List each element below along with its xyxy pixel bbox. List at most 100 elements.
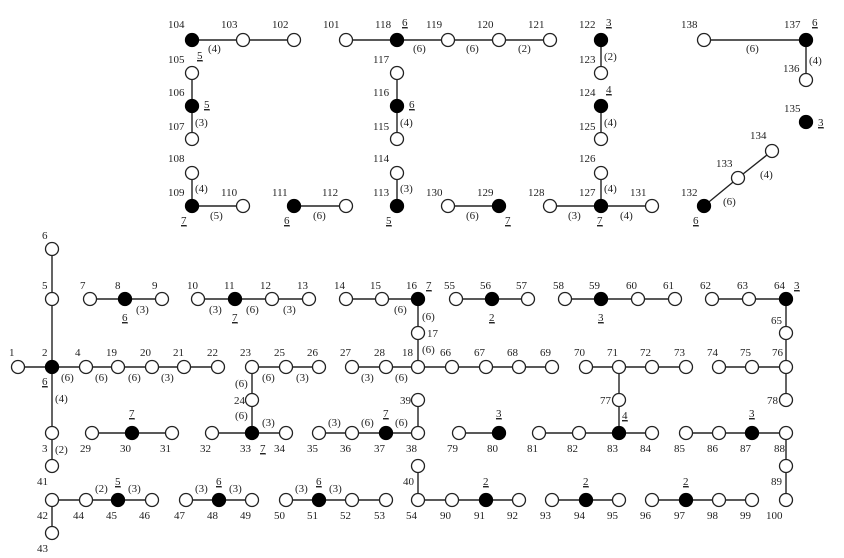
edge-weight-label: (3) bbox=[328, 417, 341, 429]
filled-node-51 bbox=[311, 492, 327, 508]
node-label: 79 bbox=[447, 443, 459, 455]
filled-node-97 bbox=[678, 492, 694, 508]
node-label: 103 bbox=[221, 19, 238, 31]
node-100 bbox=[778, 492, 794, 508]
node-label: 21 bbox=[173, 347, 184, 359]
node-31 bbox=[164, 425, 180, 441]
filled-node-91 bbox=[478, 492, 494, 508]
node-103 bbox=[235, 32, 251, 48]
node-84 bbox=[644, 425, 660, 441]
node-54 bbox=[410, 492, 426, 508]
node-14 bbox=[338, 291, 354, 307]
edge-weight-label: (6) bbox=[235, 410, 248, 422]
filled-node-129 bbox=[491, 198, 507, 214]
node-92 bbox=[511, 492, 527, 508]
node-label: 33 bbox=[240, 443, 252, 455]
node-126 bbox=[593, 165, 609, 181]
node-value-label: 4 bbox=[606, 84, 612, 96]
node-label: 89 bbox=[771, 476, 783, 488]
node-label: 97 bbox=[674, 510, 686, 522]
node-108 bbox=[184, 165, 200, 181]
filled-node-16 bbox=[410, 291, 426, 307]
node-value-label: 3 bbox=[606, 17, 612, 29]
node-85 bbox=[678, 425, 694, 441]
node-label: 84 bbox=[640, 443, 652, 455]
node-125 bbox=[593, 131, 609, 147]
filled-node-33 bbox=[244, 425, 260, 441]
edge-weight-label: (4) bbox=[208, 43, 221, 55]
filled-node-122 bbox=[593, 32, 609, 48]
node-value-label: 2 bbox=[483, 476, 489, 488]
node-label: 63 bbox=[737, 280, 749, 292]
node-119 bbox=[440, 32, 456, 48]
node-label: 76 bbox=[772, 347, 784, 359]
filled-node-30 bbox=[124, 425, 140, 441]
node-label: 92 bbox=[507, 510, 518, 522]
node-value-label: 5 bbox=[386, 215, 392, 227]
node-29 bbox=[84, 425, 100, 441]
node-value-label: 2 bbox=[683, 476, 689, 488]
node-101 bbox=[338, 32, 354, 48]
node-label: 134 bbox=[750, 130, 767, 142]
node-label: 45 bbox=[106, 510, 118, 522]
node-label: 42 bbox=[37, 510, 48, 522]
node-label: 125 bbox=[579, 121, 596, 133]
filled-node-111 bbox=[286, 198, 302, 214]
node-43 bbox=[44, 525, 60, 541]
node-label: 101 bbox=[323, 19, 340, 31]
node-value-label: 2 bbox=[489, 312, 495, 324]
node-label: 68 bbox=[507, 347, 519, 359]
edge-weight-label: (6) bbox=[313, 210, 326, 222]
edge-weight-label: (3) bbox=[296, 372, 309, 384]
node-label: 50 bbox=[274, 510, 286, 522]
node-10 bbox=[190, 291, 206, 307]
node-label: 30 bbox=[120, 443, 132, 455]
node-39 bbox=[410, 392, 426, 408]
node-label: 39 bbox=[400, 395, 412, 407]
node-4 bbox=[78, 359, 94, 375]
edge-weight-label: (6) bbox=[413, 43, 426, 55]
node-label: 106 bbox=[168, 87, 185, 99]
node-layer bbox=[10, 32, 814, 541]
edge-weight-label: (3) bbox=[329, 483, 342, 495]
node-value-label: 5 bbox=[197, 50, 203, 62]
node-value-label: 7 bbox=[597, 215, 603, 227]
node-61 bbox=[667, 291, 683, 307]
edge-weight-label: (6) bbox=[235, 378, 248, 390]
node-label: 88 bbox=[774, 443, 786, 455]
filled-node-135 bbox=[798, 114, 814, 130]
node-36 bbox=[344, 425, 360, 441]
node-label: 16 bbox=[406, 280, 418, 292]
edge-weight-label: (6) bbox=[128, 372, 141, 384]
node-label: 109 bbox=[168, 187, 185, 199]
node-128 bbox=[542, 198, 558, 214]
node-label: 8 bbox=[115, 280, 121, 292]
node-label: 116 bbox=[373, 87, 390, 99]
node-label: 40 bbox=[403, 476, 415, 488]
node-15 bbox=[374, 291, 390, 307]
node-label: 17 bbox=[427, 328, 439, 340]
node-114 bbox=[389, 165, 405, 181]
node-label: 22 bbox=[207, 347, 218, 359]
node-27 bbox=[344, 359, 360, 375]
node-label: 80 bbox=[487, 443, 499, 455]
filled-node-137 bbox=[798, 32, 814, 48]
node-label: 111 bbox=[272, 187, 288, 199]
node-value-label: 7 bbox=[232, 312, 238, 324]
node-79 bbox=[451, 425, 467, 441]
edge-weight-label: (6) bbox=[466, 210, 479, 222]
node-label: 19 bbox=[106, 347, 118, 359]
filled-node-2 bbox=[44, 359, 60, 375]
node-label: 38 bbox=[406, 443, 418, 455]
node-label: 70 bbox=[574, 347, 586, 359]
node-label: 114 bbox=[373, 153, 390, 165]
node-label: 128 bbox=[528, 187, 545, 199]
node-value-label: 6 bbox=[284, 215, 290, 227]
edge-weight-label: (6) bbox=[246, 304, 259, 316]
edge-weight-label: (6) bbox=[394, 304, 407, 316]
node-label: 85 bbox=[674, 443, 686, 455]
node-value-label: 6 bbox=[402, 17, 408, 29]
node-label: 119 bbox=[426, 19, 443, 31]
node-label: 59 bbox=[589, 280, 601, 292]
edge-weight-label: (6) bbox=[723, 196, 736, 208]
